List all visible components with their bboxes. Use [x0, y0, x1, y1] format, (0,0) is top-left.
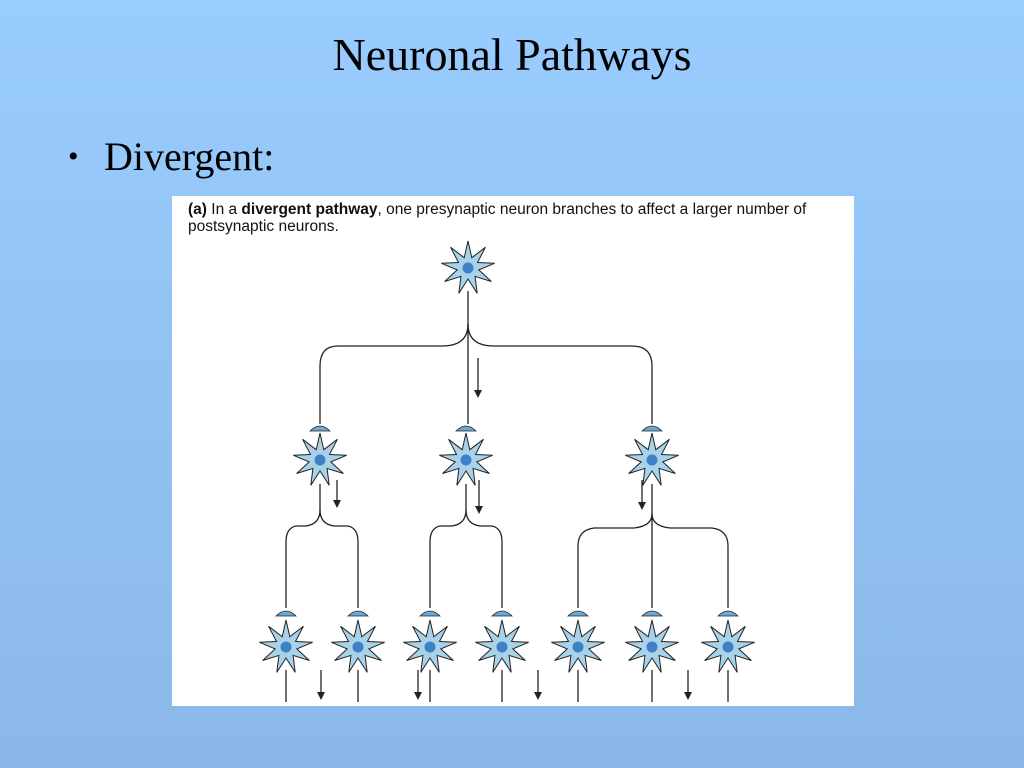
- axon-line: [319, 509, 359, 608]
- nucleus-icon: [462, 262, 474, 274]
- nucleus-icon: [646, 454, 658, 466]
- down-arrow-icon: [414, 692, 422, 700]
- figure-caption: (a) In a divergent pathway, one presynap…: [188, 201, 848, 235]
- down-arrow-icon: [684, 692, 692, 700]
- nucleus-icon: [424, 641, 436, 653]
- caption-bold: divergent pathway: [241, 201, 378, 218]
- synaptic-terminal-icon: [641, 610, 663, 617]
- nucleus-icon: [460, 454, 472, 466]
- down-arrow-icon: [474, 390, 482, 398]
- nucleus-icon: [352, 641, 364, 653]
- synaptic-terminal-icon: [717, 610, 739, 617]
- pathway-diagram: [259, 240, 755, 702]
- caption-pre: In a: [206, 201, 242, 218]
- down-arrow-icon: [534, 692, 542, 700]
- synaptic-terminal-icon: [491, 610, 513, 617]
- nucleus-icon: [280, 641, 292, 653]
- axon-line: [429, 484, 467, 608]
- caption-label: (a): [188, 201, 207, 218]
- axon-line: [577, 513, 653, 608]
- synaptic-terminal-icon: [567, 610, 589, 617]
- nucleus-icon: [646, 641, 658, 653]
- axon-line: [467, 323, 653, 424]
- bullet-dot-icon: •: [68, 140, 79, 173]
- synaptic-terminal-icon: [455, 425, 477, 432]
- slide-title: Neuronal Pathways: [332, 29, 692, 80]
- nucleus-icon: [722, 641, 734, 653]
- down-arrow-icon: [638, 502, 646, 510]
- divergent-pathway-figure: (a) In a divergent pathway, one presynap…: [172, 196, 854, 706]
- axon-line: [465, 509, 503, 608]
- nucleus-icon: [314, 454, 326, 466]
- down-arrow-icon: [333, 500, 341, 508]
- synaptic-terminal-icon: [641, 425, 663, 432]
- bullet-item: • Divergent:: [68, 132, 274, 182]
- down-arrow-icon: [475, 506, 483, 514]
- synaptic-terminal-icon: [419, 610, 441, 617]
- bullet-text: Divergent:: [104, 134, 275, 179]
- axon-line: [285, 484, 321, 608]
- nucleus-icon: [496, 641, 508, 653]
- axon-line: [651, 513, 729, 608]
- nucleus-icon: [572, 641, 584, 653]
- caption-post: , one presynaptic neuron branches to aff…: [188, 201, 807, 235]
- synaptic-terminal-icon: [309, 425, 331, 432]
- down-arrow-icon: [317, 692, 325, 700]
- synaptic-terminal-icon: [347, 610, 369, 617]
- synaptic-terminal-icon: [275, 610, 297, 617]
- axon-line: [319, 323, 469, 424]
